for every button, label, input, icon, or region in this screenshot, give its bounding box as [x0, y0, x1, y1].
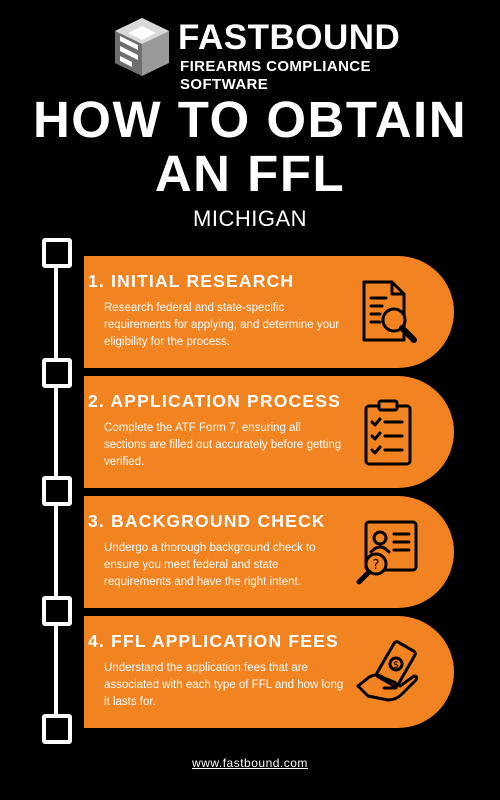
step-title: 1. INITIAL RESEARCH [88, 271, 295, 291]
step-card-initial-research: 1. INITIAL RESEARCH Research federal and… [84, 256, 454, 368]
fastbound-cube-logo-icon [115, 18, 169, 76]
clipboard-checklist-icon [364, 399, 412, 466]
step-title: 3. BACKGROUND CHECK [88, 511, 326, 531]
timeline-node [42, 476, 72, 506]
brand-tagline: FIREARMS COMPLIANCE SOFTWARE [180, 58, 371, 93]
timeline-node [42, 238, 72, 268]
page-title-line-2: AN FFL [154, 145, 346, 202]
svg-text:$: $ [393, 660, 399, 671]
document-magnifier-icon [362, 280, 417, 343]
step-description: Complete the ATF Form 7, ensuring all se… [104, 422, 342, 468]
footer-link-container: www.fastbound.com [0, 756, 500, 770]
timeline-node [42, 714, 72, 744]
step-card-application-fees: 4. FFL APPLICATION FEES Understand the a… [84, 616, 454, 728]
timeline-node [42, 596, 72, 626]
step-title: 2. APPLICATION PROCESS [88, 391, 341, 411]
step-description: Research federal and state-specific requ… [104, 302, 340, 348]
page-subtitle: MICHIGAN [193, 206, 307, 231]
hand-money-icon: $ [356, 640, 419, 702]
brand-logo: FASTBOUND FIREARMS COMPLIANCE SOFTWARE [112, 14, 402, 93]
step-description: Undergo a thorough background check to e… [104, 542, 316, 588]
website-link[interactable]: www.fastbound.com [192, 756, 308, 770]
svg-text:?: ? [373, 558, 380, 573]
step-description: Understand the application fees that are… [104, 662, 344, 708]
step-card-background-check: 3. BACKGROUND CHECK Undergo a thorough b… [84, 496, 454, 608]
brand-name: FASTBOUND [178, 18, 401, 57]
timeline-node [42, 358, 72, 388]
profile-search-icon: ? [356, 520, 418, 585]
step-title: 4. FFL APPLICATION FEES [88, 631, 339, 651]
page-title-line-1: HOW TO OBTAIN [32, 91, 468, 148]
step-card-application-process: 2. APPLICATION PROCESS Complete the ATF … [84, 376, 454, 488]
